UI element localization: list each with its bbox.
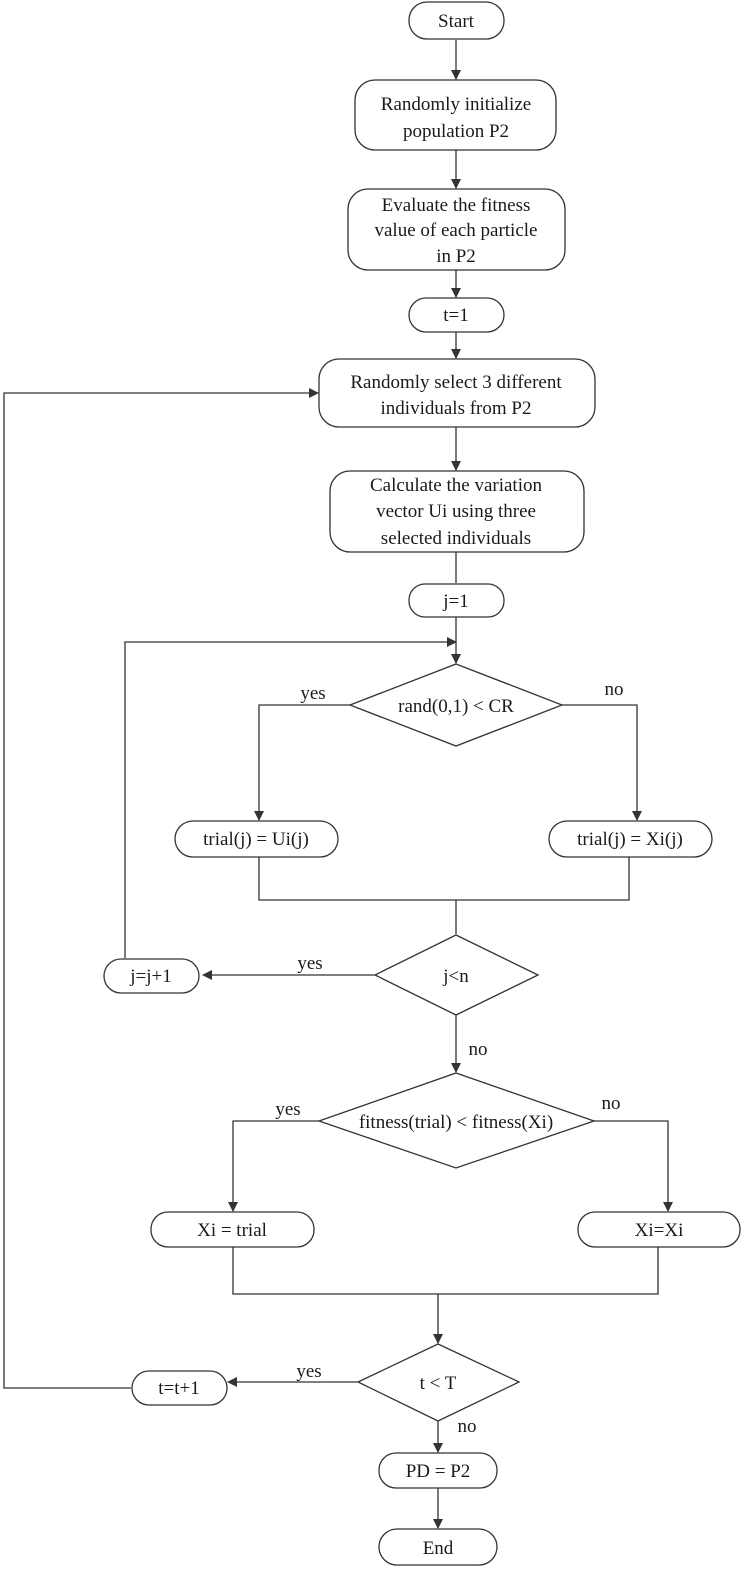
edge-labels: yes no yes no yes no yes no [275,679,623,1437]
edge-cr-no [562,704,642,821]
node-evaluate-label-line-1: Evaluate the fitness [382,195,531,216]
node-init-label-line-1: Randomly initialize [381,94,531,115]
decision-t: t < T [356,1343,521,1422]
node-select: Randomly select 3 different individuals … [318,358,596,428]
node-t-inc-label: t=t+1 [158,1378,200,1399]
node-calc-label-line-2: vector Ui using three [376,501,536,522]
edge-label-jn-no: no [469,1039,488,1060]
edge-j-inc-loop [124,637,457,958]
node-t-init-label: t=1 [443,305,469,326]
decision-t-label: t < T [420,1373,457,1394]
edge-label-fit-yes: yes [275,1099,300,1120]
node-calc-label-line-3: selected individuals [381,528,531,549]
node-j-inc: j=j+1 [103,958,200,994]
edge-t-inc-loop [3,388,319,1389]
node-init-label-line-2: population P2 [403,121,509,142]
node-pd-label: PD = P2 [406,1461,471,1482]
node-end-label: End [423,1538,454,1559]
node-trial-u-label: trial(j) = Ui(j) [203,829,309,850]
node-t-inc: t=t+1 [131,1370,228,1406]
edge-fit-no [594,1120,673,1212]
edge-cr-yes [254,704,350,821]
node-j-inc-label: j=j+1 [129,966,172,987]
node-evaluate-label-line-2: value of each particle [375,220,538,241]
node-xi-xi: Xi=Xi [577,1211,741,1248]
node-trial-x: trial(j) = Xi(j) [548,820,713,858]
edge-merge-trial [258,857,630,901]
node-t-init: t=1 [408,297,505,333]
node-evaluate-label-line-3: in P2 [436,246,476,267]
node-xi-trial: Xi = trial [150,1211,315,1248]
decision-fitness-label: fitness(trial) < fitness(Xi) [359,1112,553,1133]
node-xi-xi-label: Xi=Xi [635,1220,684,1241]
edge-label-t-yes: yes [296,1361,321,1382]
node-end: End [378,1528,498,1566]
edge-label-jn-yes: yes [297,953,322,974]
node-start: Start [408,1,505,40]
node-xi-trial-label: Xi = trial [197,1220,267,1241]
node-calc-label-line-1: Calculate the variation [370,475,542,496]
node-init: Randomly initialize population P2 [354,79,557,151]
decision-cr: rand(0,1) < CR [348,663,564,747]
node-trial-x-label: trial(j) = Xi(j) [577,829,683,850]
node-calc: Calculate the variation vector Ui using … [329,470,585,553]
node-evaluate: Evaluate the fitness value of each parti… [347,188,566,271]
edges [3,40,673,1529]
edge-label-t-no: no [458,1416,477,1437]
node-trial-u: trial(j) = Ui(j) [174,820,339,858]
node-j-init: j=1 [408,583,505,618]
decision-fitness: fitness(trial) < fitness(Xi) [317,1072,596,1169]
edge-merge-xi [232,1247,659,1295]
edge-fit-yes [228,1120,319,1212]
decision-jn: j<n [373,934,540,1016]
node-pd: PD = P2 [378,1452,498,1489]
edge-label-fit-no: no [602,1093,621,1114]
decision-cr-label: rand(0,1) < CR [398,696,514,717]
decision-jn-label: j<n [442,966,469,987]
node-j-init-label: j=1 [442,591,469,612]
node-start-label: Start [438,11,475,32]
edge-label-cr-yes: yes [300,683,325,704]
node-select-label-line-1: Randomly select 3 different [350,372,562,393]
node-select-label-line-2: individuals from P2 [381,398,532,419]
edge-label-cr-no: no [605,679,624,700]
